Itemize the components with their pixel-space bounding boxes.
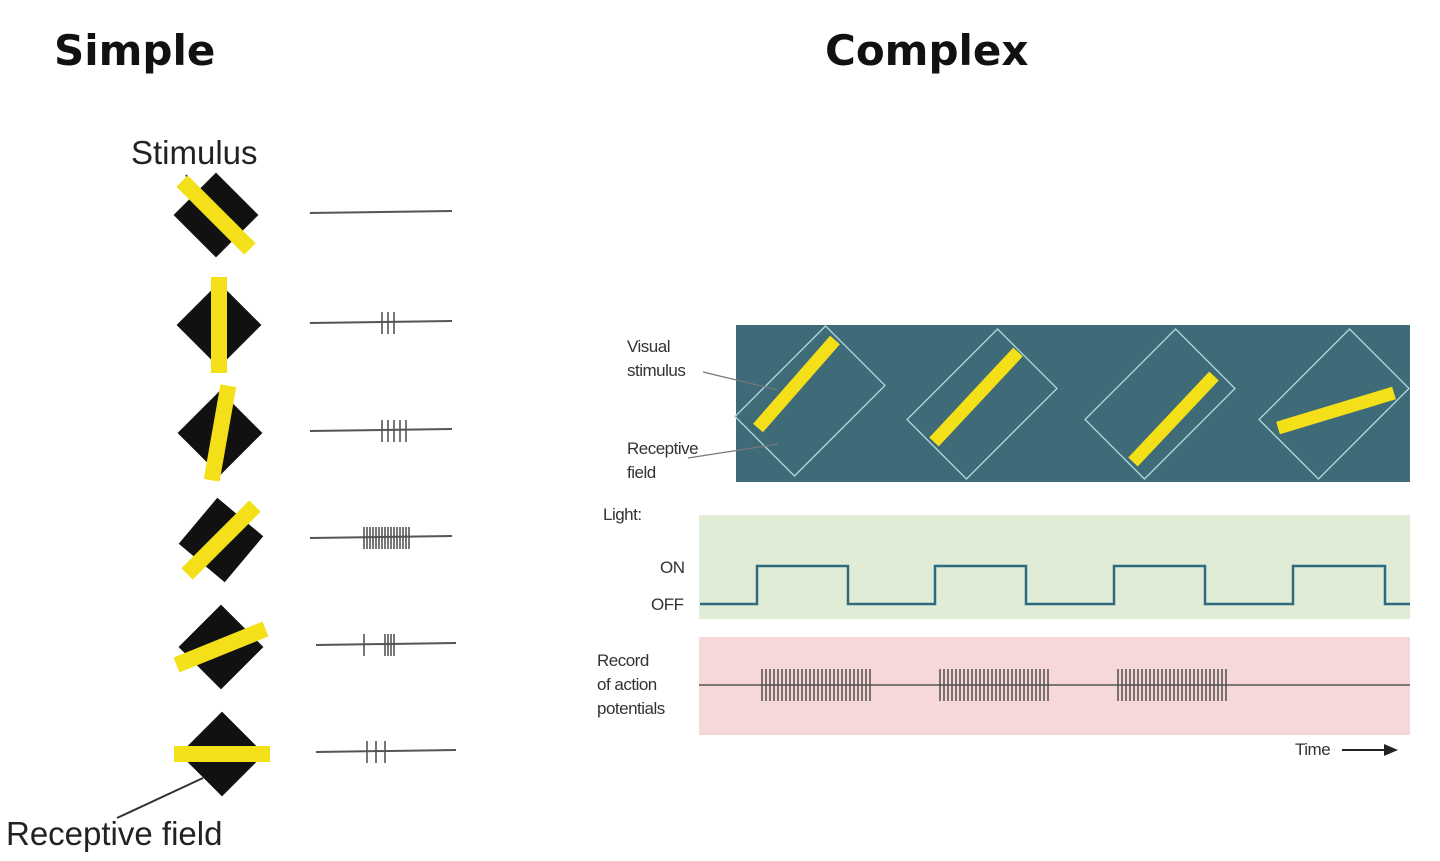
simple-trial-3 — [177, 384, 453, 482]
stimulus-bar — [174, 746, 270, 762]
stimulus-bar — [176, 175, 256, 255]
spike-recording-line — [309, 320, 453, 324]
visual-stimulus-label-line1: Visual — [627, 337, 671, 356]
complex-title: Complex — [825, 26, 1029, 75]
off-label: OFF — [651, 595, 684, 614]
stimulus-bar — [753, 335, 840, 433]
spike-recording-line — [309, 210, 453, 214]
record-spikes — [761, 669, 1227, 701]
stimulus-bar — [211, 277, 227, 373]
stimulus-bar — [181, 500, 261, 580]
spike-burst-3 — [1117, 669, 1227, 701]
record-label-line3: potentials — [597, 699, 665, 718]
spike-burst-1 — [761, 669, 871, 701]
complex-stimuli — [734, 325, 1410, 480]
light-on-off-trace — [700, 564, 1410, 606]
stimulus-bar — [203, 384, 237, 482]
simple-trial-6 — [174, 711, 457, 797]
spike-burst-2 — [939, 669, 1049, 701]
record-label-line2: of action — [597, 675, 657, 694]
stimulus-bar — [173, 621, 269, 673]
time-arrow-head — [1384, 744, 1398, 756]
time-label: Time — [1295, 740, 1331, 759]
simple-title: Simple — [54, 26, 216, 75]
on-label: ON — [660, 558, 685, 577]
receptive-field-outline — [1084, 328, 1236, 480]
receptive-field-label-complex-line2: field — [627, 463, 656, 482]
receptive-field-pointer-line — [116, 777, 204, 819]
stimulus-label: Stimulus — [131, 134, 258, 171]
complex-stimulus-3 — [1084, 328, 1236, 480]
receptive-field-pointer-line-complex — [687, 443, 779, 459]
simple-trials — [173, 172, 457, 797]
spike-recording-line — [315, 642, 457, 646]
visual-stimulus-pointer-line — [702, 371, 779, 391]
visual-stimulus-label-line2: stimulus — [627, 361, 686, 380]
spike-recording-line — [309, 428, 453, 432]
stimulus-panel — [736, 325, 1410, 482]
light-label: Light: — [603, 505, 642, 524]
receptive-field-outline — [906, 328, 1058, 480]
complex-stimulus-2 — [906, 328, 1058, 480]
record-label-line1: Record — [597, 651, 649, 670]
complex-stimulus-4 — [1258, 328, 1410, 480]
receptive-field-label: Receptive field — [6, 815, 223, 852]
stimulus-bar — [929, 347, 1023, 447]
stimulus-bar — [1128, 371, 1219, 467]
spike-recording-line — [315, 749, 457, 753]
simple-trial-4 — [178, 497, 453, 583]
receptive-field-label-complex-line1: Receptive — [627, 439, 699, 458]
spike-recording-line — [309, 535, 453, 539]
simple-trial-1 — [173, 172, 453, 258]
stimulus-bar — [1276, 386, 1396, 435]
receptive-field-outline — [1258, 328, 1410, 480]
simple-trial-5 — [173, 604, 457, 690]
simple-trial-2 — [176, 277, 453, 373]
